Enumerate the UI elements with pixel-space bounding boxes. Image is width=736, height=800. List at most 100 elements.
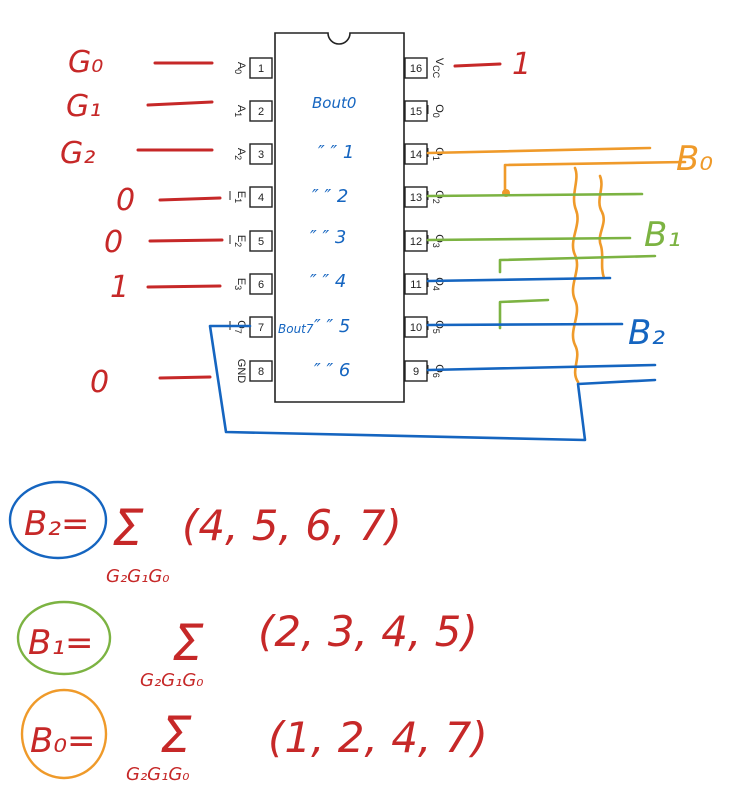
- b2-wire-o7: [208, 324, 657, 442]
- left-pin-label: E2: [233, 235, 247, 247]
- bout7-note: Bout7: [278, 322, 314, 336]
- gnd-wire: [158, 375, 212, 380]
- b1-wire-o3: [426, 236, 632, 242]
- left-pin-label: A1: [233, 105, 247, 117]
- b0-o4-wave: [571, 166, 580, 384]
- left-pin: 2 A1: [233, 100, 273, 122]
- pin-number: 2: [258, 106, 264, 118]
- pin-box: [249, 143, 273, 165]
- pin-box: [249, 100, 273, 122]
- b0-eq-sigma: Σ: [160, 706, 192, 764]
- pin-box: [249, 186, 273, 208]
- e1-value: 0: [116, 183, 135, 218]
- left-pin: 4 E1: [229, 186, 273, 208]
- pin-number: 3: [258, 149, 264, 161]
- right-pin-label: O0: [431, 104, 445, 118]
- vcc-wire: [453, 62, 502, 68]
- left-pin-label: A0: [233, 62, 247, 74]
- b1-label: B₁: [644, 215, 681, 255]
- pin-box: [404, 360, 428, 382]
- pin-number: 11: [410, 279, 421, 291]
- b1-eq-sigma: Σ: [172, 614, 204, 672]
- pin-number: 12: [410, 236, 422, 248]
- vcc-value: 1: [512, 47, 531, 82]
- e2-value: 0: [104, 225, 123, 260]
- equation-b2: B₂= Σ G₂G₁G₀ (4, 5, 6, 7): [8, 480, 402, 587]
- pin-number: 10: [410, 322, 422, 334]
- b2-eq-sigma: Σ: [112, 499, 144, 557]
- b2-label: B₂: [628, 313, 665, 353]
- inside-notes: Bout0 Bout7 ″ ″ 1 ″ ″ 2 ″ ″ 3 ″ ″ 4 ″ ″ …: [278, 94, 356, 381]
- right-pin-label: O5: [431, 320, 445, 334]
- equations: B₂= Σ G₂G₁G₀ (4, 5, 6, 7) B₁= Σ G₂G₁G₀ (…: [8, 480, 488, 785]
- left-pin: 5 E2: [229, 230, 273, 252]
- e1-wire: [158, 196, 222, 202]
- left-pin-label: E3: [233, 278, 247, 290]
- b0-o7-wave: [598, 174, 606, 280]
- b2-eq-terms: (4, 5, 6, 7): [182, 501, 402, 550]
- chip-outline: [274, 32, 405, 403]
- pin-box: [249, 57, 273, 79]
- gnd-value: 0: [90, 365, 109, 400]
- input-annotations: [136, 61, 502, 380]
- b1-eq-vars: G₂G₁G₀: [140, 670, 204, 691]
- equation-b1: B₁= Σ G₂G₁G₀ (2, 3, 4, 5): [16, 600, 478, 691]
- pin-box: [249, 230, 273, 252]
- e3-value: 1: [110, 270, 129, 305]
- pin-box: [404, 57, 428, 79]
- pin-box: [404, 230, 428, 252]
- g2-label: G₂: [60, 136, 95, 171]
- b0-eq-terms: (1, 2, 4, 7): [268, 713, 488, 762]
- ditto-6: ″ ″ 6: [314, 360, 350, 381]
- right-pin: 16 VCC: [404, 57, 445, 79]
- b0-eq-lhs: B₀=: [30, 721, 95, 761]
- equation-b0: B₀= Σ G₂G₁G₀ (1, 2, 4, 7): [20, 688, 488, 785]
- g0-label: G₀: [68, 45, 103, 80]
- left-pin: 3 A2: [233, 143, 273, 165]
- left-pin-label: GND: [235, 359, 247, 384]
- right-pin: 10 O5: [404, 316, 445, 338]
- b1-wiring: [426, 192, 657, 330]
- pin-number: 4: [258, 192, 264, 204]
- pin-box: [404, 186, 428, 208]
- pin-number: 14: [410, 149, 422, 161]
- b0-label: B₀: [676, 139, 713, 179]
- input-labels: G₀ G₁ G₂ 0 0 1 0 1: [60, 45, 531, 400]
- left-pin-label: E1: [233, 191, 247, 203]
- b0-bus: [503, 160, 687, 195]
- b1-wire-o2: [426, 192, 644, 198]
- ditto-2: ″ ″ 2: [312, 186, 348, 207]
- e3-wire: [146, 284, 222, 289]
- right-pin-label: O4: [431, 277, 445, 291]
- right-pin-label: VCC: [431, 58, 445, 79]
- b2-wire-o6: [426, 363, 657, 372]
- b1-eq-terms: (2, 3, 4, 5): [258, 607, 478, 656]
- ditto-3: ″ ″ 3: [310, 227, 346, 248]
- pin-number: 7: [258, 322, 264, 334]
- pin-number: 5: [258, 236, 264, 248]
- pin-box: [404, 273, 428, 295]
- pin-number: 16: [410, 63, 422, 75]
- b0-circle: [20, 688, 108, 780]
- left-pin-label: A2: [233, 148, 247, 160]
- pin-number: 1: [258, 63, 264, 75]
- e2-wire: [148, 238, 224, 243]
- b2-wiring: [208, 276, 657, 442]
- pin-number: 8: [258, 366, 264, 378]
- right-pin: 11 O4: [404, 273, 445, 295]
- pin-number: 6: [258, 279, 264, 291]
- b2-wire-o4: [426, 276, 612, 283]
- g1-wire: [146, 100, 214, 107]
- pin-number: 13: [410, 192, 422, 204]
- left-pin: 6 E3: [233, 273, 273, 295]
- ditto-4: ″ ″ 4: [310, 271, 346, 292]
- b0-eq-vars: G₂G₁G₀: [126, 764, 190, 785]
- b2-circle: [8, 480, 108, 560]
- pin-number: 9: [413, 366, 419, 378]
- pin-box: [249, 273, 273, 295]
- b2-wire-o5: [426, 322, 624, 327]
